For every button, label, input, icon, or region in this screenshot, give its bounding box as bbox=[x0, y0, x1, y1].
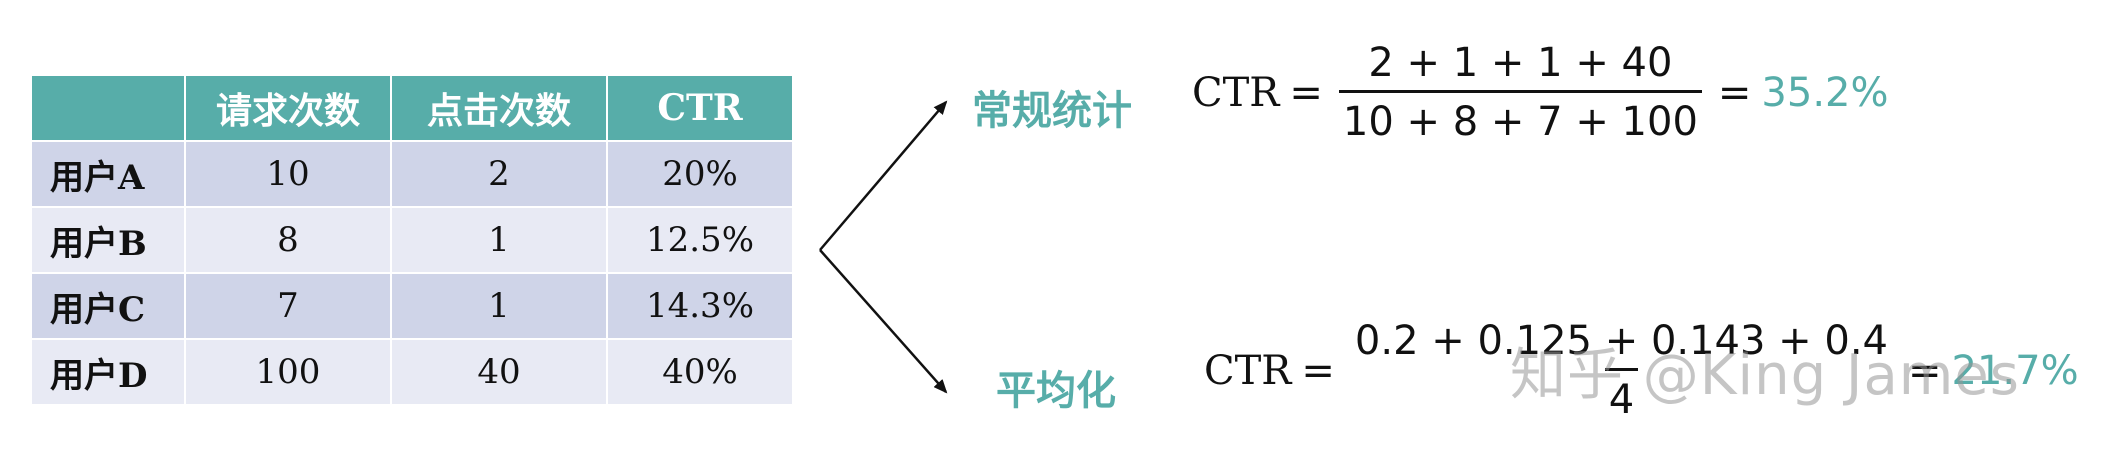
table-row: 用户B 8 1 12.5% bbox=[30, 206, 794, 274]
row-ctr-cell: 12.5% bbox=[606, 206, 794, 274]
row-requests-cell: 7 bbox=[184, 272, 392, 340]
row-clicks-cell: 1 bbox=[390, 272, 608, 340]
table-row: 用户A 10 2 20% bbox=[30, 140, 794, 208]
table-header-row: 请求次数 点击次数 CTR bbox=[30, 74, 794, 142]
fraction-denominator: 10 + 8 + 7 + 100 bbox=[1338, 90, 1702, 145]
averaged-formula: CTR = 0.2 + 0.125 + 0.143 + 0.4 4 = 21.7… bbox=[1204, 318, 2079, 423]
row-user-label: 用户B bbox=[30, 206, 186, 274]
regular-result: 35.2% bbox=[1761, 69, 1889, 116]
ctr-table: 请求次数 点击次数 CTR 用户A 10 2 20% 用户B 8 1 12.5%… bbox=[30, 74, 794, 406]
row-user-label: 用户D bbox=[30, 338, 186, 406]
equals-sign: = bbox=[1289, 69, 1323, 116]
equals-sign: = bbox=[1301, 347, 1335, 394]
row-requests-cell: 8 bbox=[184, 206, 392, 274]
equals-sign: = bbox=[1717, 69, 1752, 116]
row-ctr-cell: 14.3% bbox=[606, 272, 794, 340]
table-row: 用户C 7 1 14.3% bbox=[30, 272, 794, 340]
regular-formula: CTR = 2 + 1 + 1 + 40 10 + 8 + 7 + 100 = … bbox=[1192, 40, 1889, 145]
row-user-label: 用户A bbox=[30, 140, 186, 208]
row-requests-cell: 10 bbox=[184, 140, 392, 208]
header-cell-requests: 请求次数 bbox=[184, 74, 392, 142]
row-ctr-cell: 20% bbox=[606, 140, 794, 208]
fraction: 0.2 + 0.125 + 0.143 + 0.4 4 bbox=[1351, 318, 1892, 423]
row-clicks-cell: 2 bbox=[390, 140, 608, 208]
formula-ctr-symbol: CTR bbox=[1192, 69, 1280, 116]
equals-sign: = bbox=[1908, 347, 1942, 394]
row-ctr-cell: 40% bbox=[606, 338, 794, 406]
arrow-to-averaged bbox=[819, 249, 948, 394]
watermark: 知乎 @King James bbox=[1510, 343, 2020, 408]
averaged-result: 21.7% bbox=[1951, 347, 2079, 394]
row-clicks-cell: 40 bbox=[390, 338, 608, 406]
header-cell-clicks: 点击次数 bbox=[390, 74, 608, 142]
fraction-numerator: 2 + 1 + 1 + 40 bbox=[1368, 40, 1673, 86]
row-user-label: 用户C bbox=[30, 272, 186, 340]
arrow-to-regular bbox=[819, 100, 948, 251]
formula-ctr-symbol: CTR bbox=[1204, 347, 1292, 394]
fraction: 2 + 1 + 1 + 40 10 + 8 + 7 + 100 bbox=[1338, 40, 1702, 145]
averaged-method-label: 平均化 bbox=[996, 367, 1116, 414]
table-row: 用户D 100 40 40% bbox=[30, 338, 794, 406]
fraction-numerator: 0.2 + 0.125 + 0.143 + 0.4 bbox=[1354, 318, 1889, 364]
fraction-denominator: 4 bbox=[1604, 368, 1639, 423]
row-requests-cell: 100 bbox=[184, 338, 392, 406]
regular-method-label: 常规统计 bbox=[972, 87, 1132, 134]
header-cell-ctr: CTR bbox=[606, 74, 794, 142]
header-cell-empty bbox=[30, 74, 186, 142]
row-clicks-cell: 1 bbox=[390, 206, 608, 274]
